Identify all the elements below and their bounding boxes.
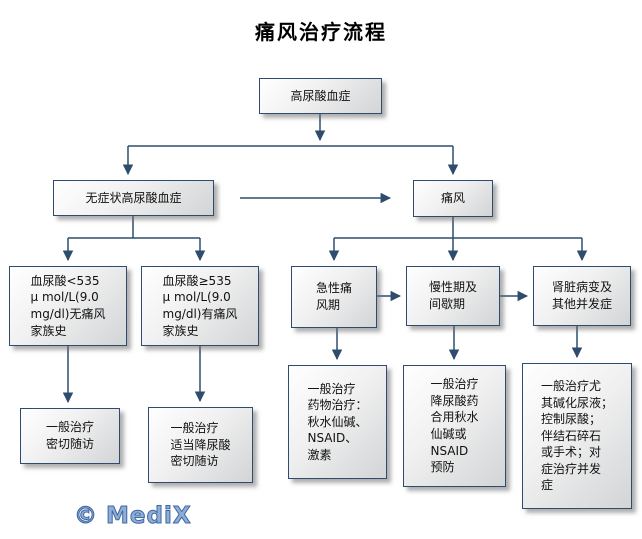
node-renal-complications: 肾脏病变及 其他并发症 (533, 266, 631, 326)
medix-logo-text: MediX (106, 503, 192, 530)
node-gout: 痛风 (413, 180, 493, 217)
node-acute-gout-phase: 急性痛 风期 (291, 266, 377, 328)
node-asymptomatic-hyperuricemia: 无症状高尿酸血症 (53, 180, 214, 216)
node-treatment-followup: 一般治疗 密切随访 (20, 408, 120, 464)
node-treatment-renal: 一般治疗尤 其碱化尿液； 控制尿酸； 伴结石碎石 或手术；对 症治疗并发 症 (522, 363, 632, 509)
node-treatment-acute: 一般治疗 药物治疗： 秋水仙碱、 NSAID、 激素 (288, 365, 387, 479)
node-uric-acid-above-535: 血尿酸≥535 μ mol/L(9.0 mg/dl)有痛风 家族史 (141, 266, 259, 346)
copyright-icon: © (74, 503, 98, 530)
page-title: 痛风治疗流程 (255, 20, 387, 44)
node-uric-acid-below-535: 血尿酸<535 μ mol/L(9.0 mg/dl)无痛风 家族史 (9, 266, 127, 346)
node-treatment-chronic: 一般治疗 降尿酸药 合用秋水 仙碱或 NSAID 预防 (403, 365, 506, 487)
node-chronic-intermittent-phase: 慢性期及 间歇期 (406, 266, 500, 326)
medix-watermark: © MediX (74, 503, 192, 530)
node-hyperuricemia: 高尿酸血症 (259, 78, 382, 114)
node-treatment-lower-uric-acid: 一般治疗 适当降尿酸 密切随访 (148, 407, 253, 483)
